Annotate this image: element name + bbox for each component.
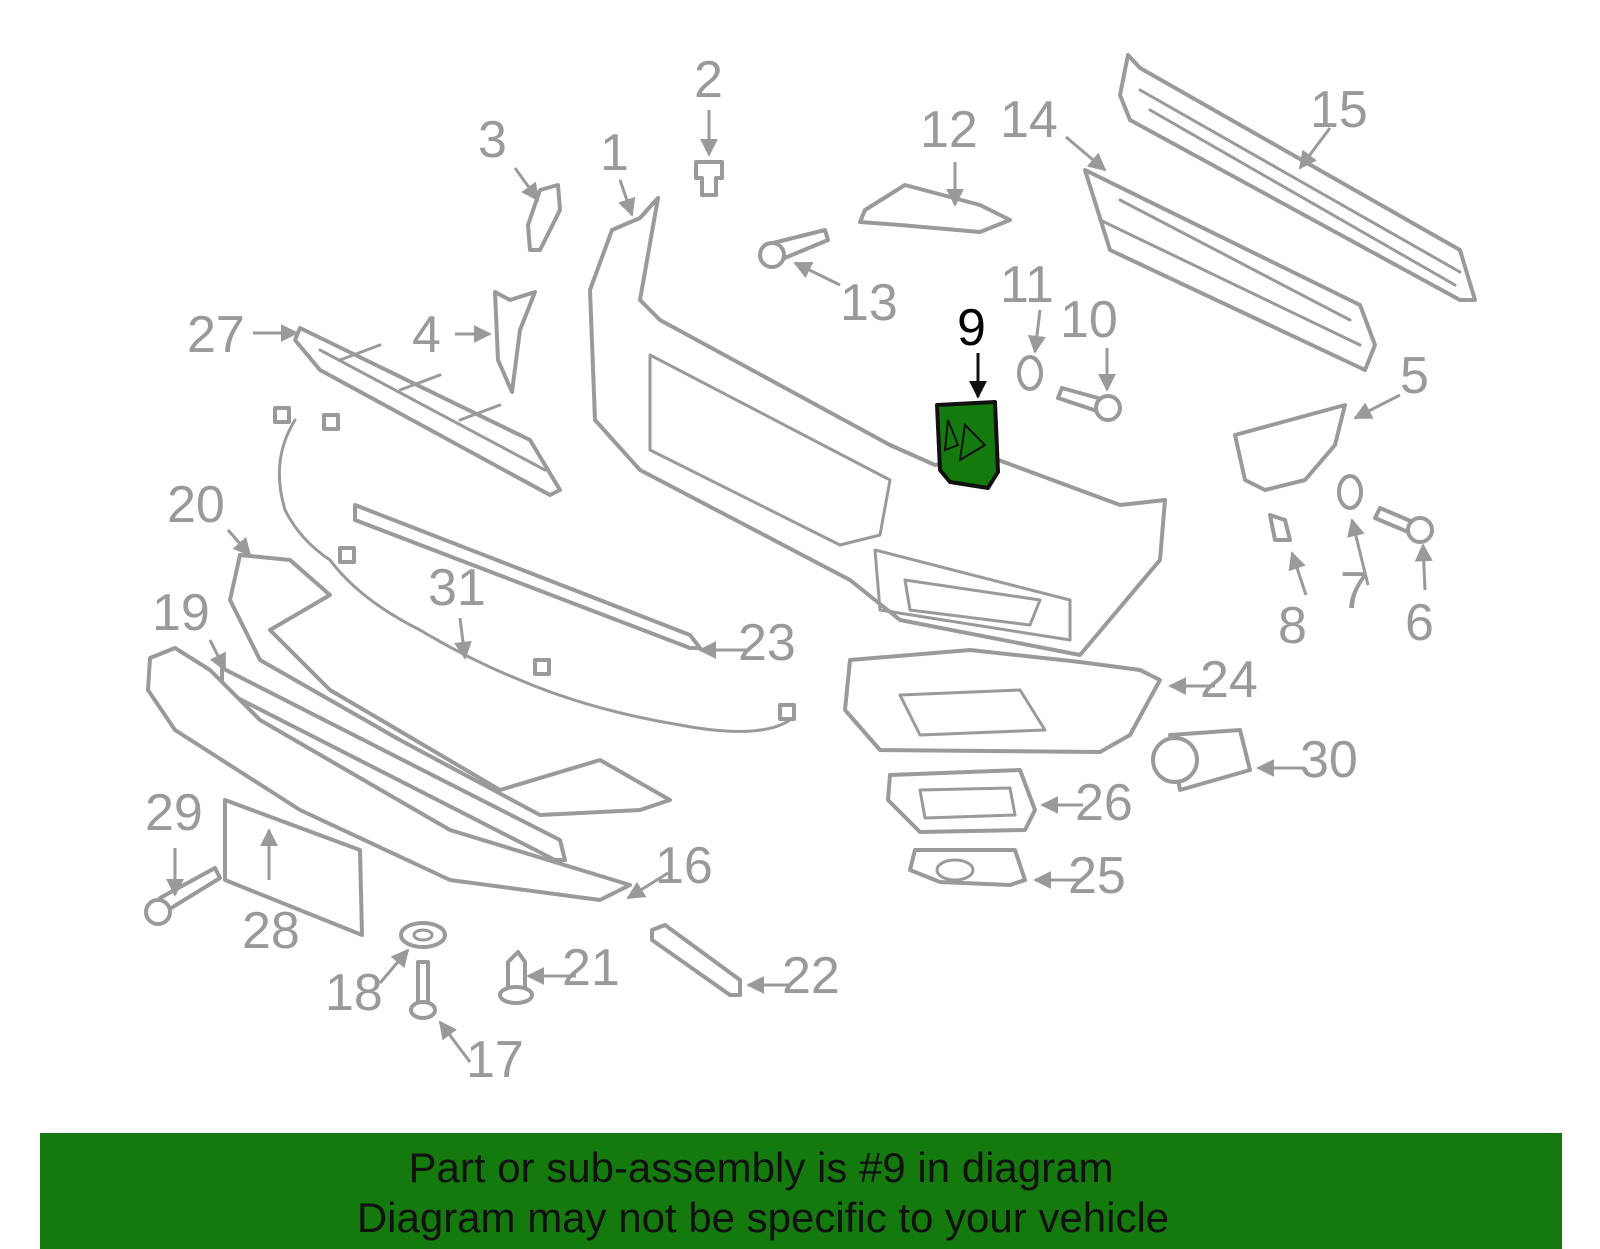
part-15-bumper-reinforcement <box>1118 53 1477 302</box>
part-5-side-bracket <box>1233 403 1347 492</box>
callout-14[interactable]: 14 <box>1000 91 1058 149</box>
callout-10[interactable]: 10 <box>1060 291 1118 349</box>
banner-line-disclaimer: Diagram may not be specific to your vehi… <box>356 1194 1170 1241</box>
callout-8[interactable]: 8 <box>1278 597 1307 655</box>
part-23-molding <box>353 503 702 650</box>
callout-18[interactable]: 18 <box>325 964 383 1022</box>
callout-6[interactable]: 6 <box>1405 594 1434 652</box>
callout-2[interactable]: 2 <box>694 51 723 109</box>
info-banner: Part or sub-assembly is #9 in diagram Di… <box>40 1133 1562 1249</box>
callout-7[interactable]: 7 <box>1340 562 1369 620</box>
part-24-bezel <box>843 648 1162 754</box>
part-21-clip <box>498 950 534 1005</box>
part-8-clip <box>1268 513 1292 542</box>
part-13-bolt <box>758 228 830 269</box>
part-22-trim-strip <box>650 923 742 997</box>
callout-9[interactable]: 9 <box>957 299 986 357</box>
part-31-wiring-harness <box>273 406 796 733</box>
part-30-parking-sensor <box>1151 728 1252 792</box>
callout-12[interactable]: 12 <box>920 101 978 159</box>
callout-21[interactable]: 21 <box>562 939 620 997</box>
callout-17[interactable]: 17 <box>466 1031 524 1089</box>
callout-31[interactable]: 31 <box>428 559 486 617</box>
part-10-bolt <box>1056 386 1122 422</box>
part-11-washer <box>1017 355 1043 391</box>
part-9-highlighted-bracket[interactable] <box>935 400 1000 490</box>
part-28-license-bracket <box>223 798 364 937</box>
part-25-grille-insert <box>908 848 1027 887</box>
callout-20[interactable]: 20 <box>167 476 225 534</box>
part-26-lamp-cover <box>886 768 1037 834</box>
leader-lines <box>166 110 1433 1063</box>
callout-5[interactable]: 5 <box>1400 347 1429 405</box>
part-4-trim <box>493 290 537 394</box>
callout-26[interactable]: 26 <box>1075 774 1133 832</box>
callout-28[interactable]: 28 <box>242 902 300 960</box>
callout-30[interactable]: 30 <box>1300 731 1358 789</box>
callout-13[interactable]: 13 <box>840 274 898 332</box>
part-12-bracket <box>858 183 1012 234</box>
banner-line-part-reference: Part or sub-assembly is #9 in diagram <box>408 1144 1114 1191</box>
callout-11[interactable]: 11 <box>1000 256 1054 314</box>
callout-23[interactable]: 23 <box>738 614 796 672</box>
part-20-deflector <box>228 553 672 817</box>
part-1-bumper-cover <box>588 196 1167 657</box>
callout-3[interactable]: 3 <box>478 111 507 169</box>
part-7-washer <box>1337 474 1363 510</box>
part-17-screw <box>409 960 437 1020</box>
callout-16[interactable]: 16 <box>655 837 713 895</box>
part-16-lower-cover <box>146 646 632 902</box>
callout-29[interactable]: 29 <box>145 784 203 842</box>
callout-27[interactable]: 27 <box>187 306 245 364</box>
callout-22[interactable]: 22 <box>782 947 840 1005</box>
part-2-clip <box>694 160 724 197</box>
part-18-washer <box>399 921 447 949</box>
callout-25[interactable]: 25 <box>1068 847 1126 905</box>
part-29-bolt <box>144 866 222 926</box>
callout-labels: 1 2 3 4 5 6 7 8 9 10 11 12 13 14 15 16 1… <box>145 51 1434 1089</box>
callout-1[interactable]: 1 <box>600 124 629 182</box>
callout-19[interactable]: 19 <box>152 584 210 642</box>
part-3-cover <box>526 183 562 252</box>
callout-4[interactable]: 4 <box>412 306 441 364</box>
part-14-energy-absorber <box>1083 168 1377 372</box>
part-6-bolt <box>1373 506 1434 544</box>
callout-24[interactable]: 24 <box>1200 651 1258 709</box>
callout-15[interactable]: 15 <box>1310 81 1368 139</box>
